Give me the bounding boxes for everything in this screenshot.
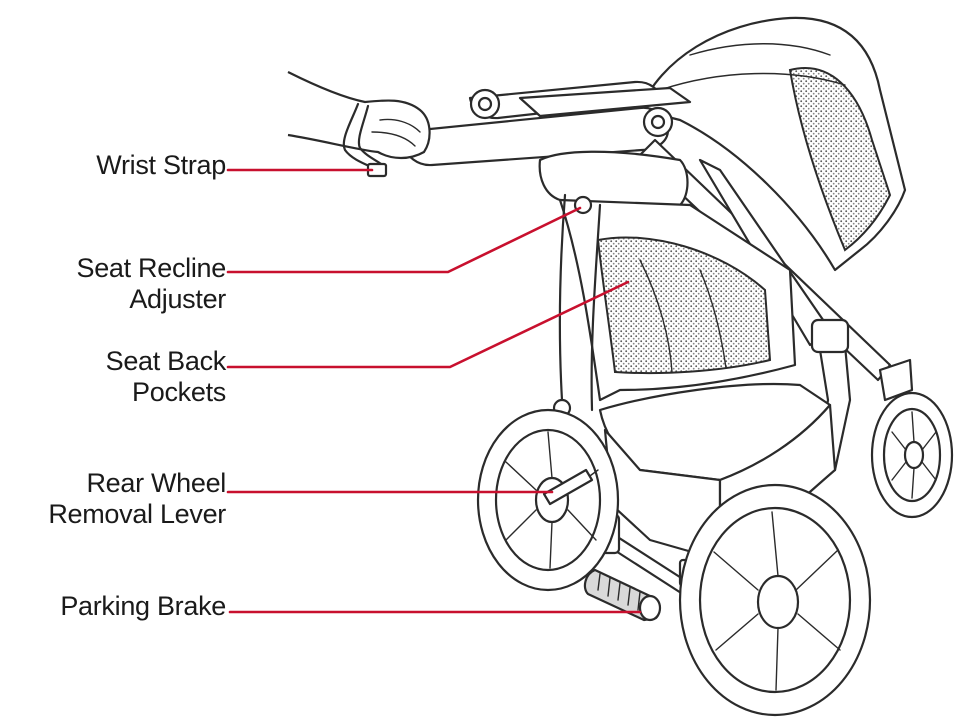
label-wrist-strap: Wrist Strap <box>96 150 226 181</box>
label-line: Seat Recline <box>77 253 227 284</box>
seat <box>540 152 795 416</box>
rear-right-wheel <box>680 485 870 715</box>
label-line: Rear Wheel <box>48 468 226 499</box>
rear-left-wheel <box>478 410 618 590</box>
label-seat-back-pockets: Seat Back Pockets <box>106 346 226 408</box>
label-line: Pockets <box>106 377 226 408</box>
callout-line-seat-recline <box>228 208 580 272</box>
callout-line-seat-back <box>228 282 628 367</box>
label-seat-recline-adjuster: Seat Recline Adjuster <box>77 253 227 315</box>
label-line: Parking Brake <box>60 591 226 622</box>
label-line: Removal Lever <box>48 499 226 530</box>
label-line: Seat Back <box>106 346 226 377</box>
front-wheel <box>872 393 952 517</box>
label-line: Adjuster <box>77 284 227 315</box>
label-rear-wheel-removal-lever: Rear Wheel Removal Lever <box>48 468 226 530</box>
label-line: Wrist Strap <box>96 150 226 181</box>
label-parking-brake: Parking Brake <box>60 591 226 622</box>
